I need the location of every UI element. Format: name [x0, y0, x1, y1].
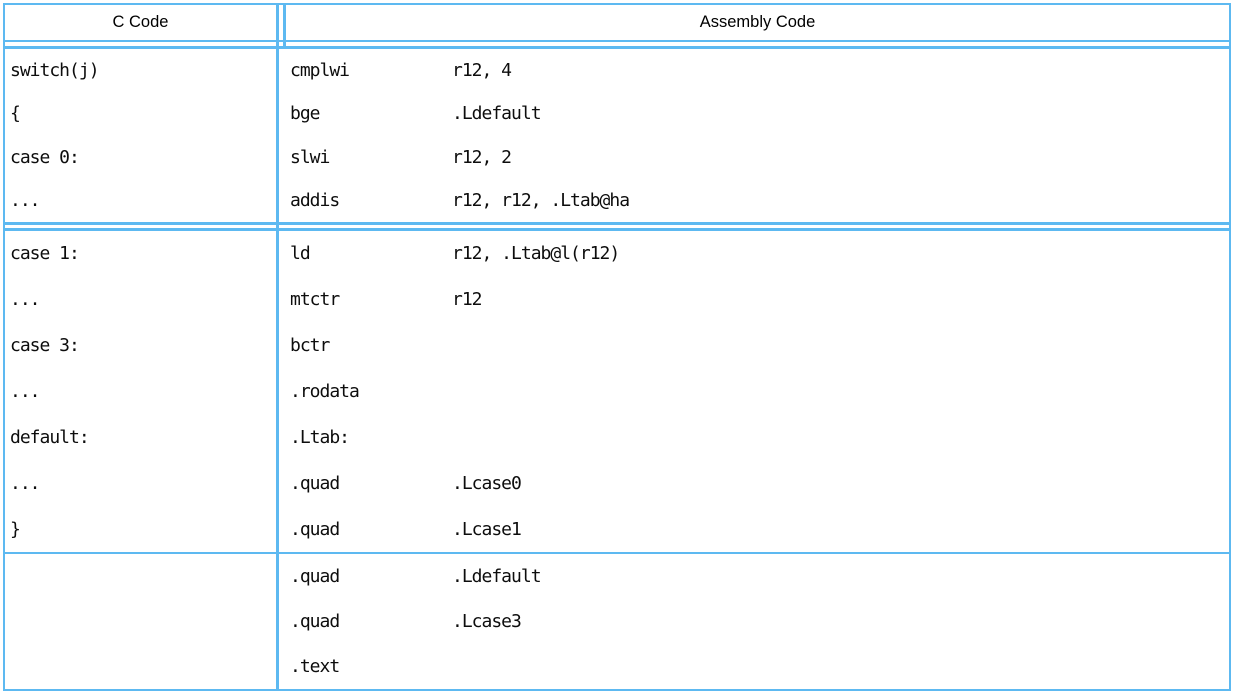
asm-code-line: .quad .Lcase3	[290, 599, 1229, 644]
header-separator-line-thick	[5, 46, 1229, 49]
asm-operand: r12	[452, 289, 482, 311]
group1-separator-line-top	[5, 222, 1229, 225]
c-vs-assembly-table: C Code Assembly Code switch(j) { case 0:..…	[3, 3, 1231, 691]
asm-operand: .Lcase3	[452, 611, 522, 632]
c-code-line: ...	[10, 472, 41, 494]
asm-code-line: .quad .Ldefault	[290, 554, 1229, 599]
c-code-line: ...	[10, 380, 41, 402]
asm-code-line: ld r12, .Ltab@l(r12)	[290, 231, 1229, 277]
asm-operand: r12, 2	[452, 146, 512, 168]
column-divider-line	[276, 5, 279, 689]
asm-operand: .Ldefault	[452, 566, 542, 587]
asm-code-line: mtctr r12	[290, 277, 1229, 323]
asm-operand: r12, r12, .Ltab@ha	[452, 189, 630, 211]
c-code-line: ...	[10, 289, 41, 311]
asm-mnemonic: ld	[290, 243, 311, 265]
asm-operand: .Lcase0	[452, 472, 522, 494]
asm-code-line: cmplwi r12, 4	[290, 49, 1229, 92]
asm-mnemonic: .quad	[290, 472, 340, 494]
asm-mnemonic: cmplwi	[290, 60, 350, 82]
asm-mnemonic: bctr	[290, 335, 330, 357]
header-separator-line-thin	[5, 40, 1229, 42]
header-label-c-code: C Code	[112, 13, 169, 31]
asm-code-line: .Ltab:	[290, 414, 1229, 460]
asm-code-line: .rodata	[290, 369, 1229, 415]
asm-operand: .Ldefault	[452, 103, 542, 125]
asm-mnemonic: .quad	[290, 611, 340, 632]
asm-mnemonic: bge	[290, 103, 321, 125]
asm-code-line: slwi r12, 2	[290, 136, 1229, 179]
c-code-line: default:	[10, 426, 90, 448]
asm-code-cell: cmplwi r12, 4 bge .Ldefault slwi r12, 2 addis r…	[290, 49, 1229, 222]
asm-mnemonic: .rodata	[290, 380, 360, 402]
asm-code-line: bctr	[290, 323, 1229, 369]
asm-mnemonic: .quad	[290, 518, 340, 540]
c-code-line: ...	[10, 189, 41, 211]
asm-code-line: .quad .Lcase0	[290, 460, 1229, 506]
c-code-line: {	[10, 103, 21, 125]
c-code-cell	[5, 554, 276, 689]
c-code-line: case 1:	[10, 243, 80, 265]
asm-code-line: addis r12, r12, .Ltab@ha	[290, 179, 1229, 222]
asm-code-cell: ld r12, .Ltab@l(r12) mtctr r12 bctr .rodata .L…	[290, 231, 1229, 552]
asm-operand: r12, 4	[452, 60, 512, 82]
c-code-line: case 3:	[10, 335, 80, 357]
asm-code-line: .quad .Lcase1	[290, 506, 1229, 552]
c-code-line: }	[10, 518, 21, 540]
header-label-assembly-code: Assembly Code	[699, 13, 816, 31]
asm-code-cell: .quad .Ldefault .quad .Lcase3 .text	[290, 554, 1229, 689]
group1-separator-line-bottom	[5, 228, 1229, 231]
asm-mnemonic: addis	[290, 189, 340, 211]
c-code-cell: case 1:... case 3:... default:...}	[5, 231, 276, 552]
asm-operand: .Lcase1	[452, 518, 522, 540]
asm-mnemonic: slwi	[290, 146, 330, 168]
header-cell-c-code: C Code	[5, 5, 276, 40]
c-code-line: case 0:	[10, 146, 80, 168]
c-code-line: switch(j)	[10, 60, 100, 82]
asm-code-line: bge .Ldefault	[290, 92, 1229, 135]
group3-separator-line	[5, 552, 1229, 554]
asm-mnemonic: .quad	[290, 566, 340, 587]
asm-mnemonic: mtctr	[290, 289, 340, 311]
asm-mnemonic: .text	[290, 656, 340, 677]
asm-mnemonic: .Ltab:	[290, 426, 350, 448]
header-cell-assembly-code: Assembly Code	[286, 5, 1229, 40]
header-column-divider-line	[283, 5, 286, 49]
asm-operand: r12, .Ltab@l(r12)	[452, 243, 620, 265]
asm-code-line: .text	[290, 644, 1229, 689]
c-code-cell: switch(j) { case 0:...	[5, 49, 276, 222]
